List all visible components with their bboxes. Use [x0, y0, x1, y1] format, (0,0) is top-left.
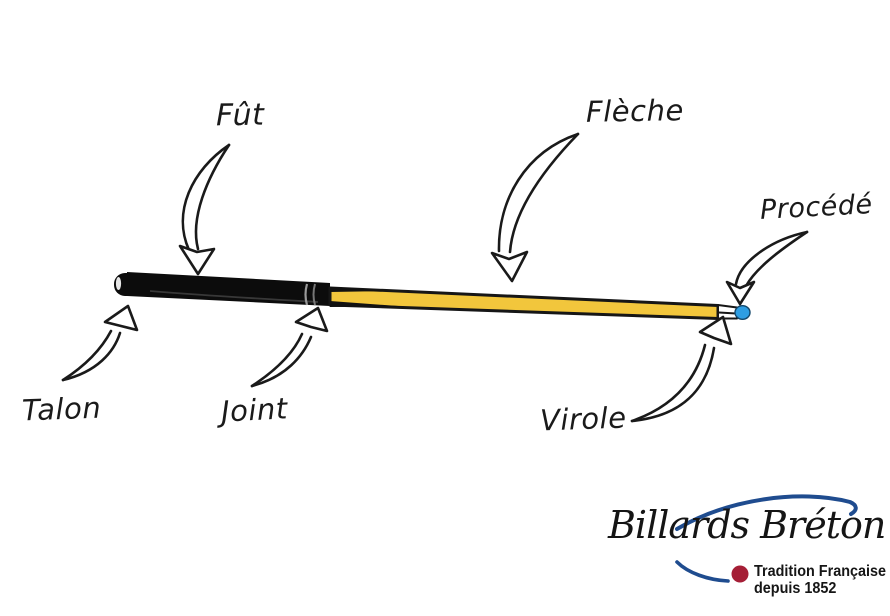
arrow-joint: [250, 306, 329, 388]
arrow-talon: [61, 304, 139, 382]
cue-shaft-wedge-top: [330, 287, 392, 292]
label-fut: Fût: [215, 97, 265, 134]
cue-joint-ring-2: [312, 283, 316, 306]
logo-brand-name: Billards Bréton: [608, 503, 886, 547]
label-talon: Talon: [21, 390, 102, 428]
arrow-joint-head: [294, 306, 329, 333]
logo-tagline-line1: Tradition Française: [754, 563, 887, 580]
arrow-talon-head: [103, 304, 139, 332]
arrow-procede: [725, 230, 809, 306]
cue-ferrule-line: [718, 311, 737, 315]
cue-shaft-wedge: [330, 301, 405, 307]
cue-ferrule: [717, 304, 738, 320]
logo-dot: [731, 565, 749, 583]
cue-tip: [734, 305, 751, 321]
arrow-virole-head: [698, 315, 733, 346]
label-procede: Procédé: [759, 189, 874, 226]
label-joint: Joint: [220, 391, 289, 429]
cue-butt-section: [127, 272, 330, 306]
logo-swoosh-lower: [675, 560, 730, 583]
label-virole: Virole: [539, 400, 628, 438]
arrow-procede-head: [725, 280, 756, 306]
arrow-fut-head: [178, 244, 216, 276]
cue-joint-ring-1: [304, 283, 309, 306]
label-fleche: Flèche: [585, 93, 685, 129]
cue-butt-sheen: [149, 290, 319, 303]
logo-graphics: [675, 494, 858, 583]
cue-shaft-section: [328, 286, 720, 320]
arrow-virole: [630, 315, 733, 423]
logo-tagline-line2: depuis 1852: [754, 580, 837, 597]
cue-talon-highlight: [115, 277, 122, 290]
arrow-fleche: [490, 132, 580, 283]
arrow-fut: [178, 143, 231, 276]
arrow-fleche-head: [490, 250, 529, 283]
logo-swoosh-upper: [675, 494, 858, 531]
cue-stick: [114, 272, 751, 321]
